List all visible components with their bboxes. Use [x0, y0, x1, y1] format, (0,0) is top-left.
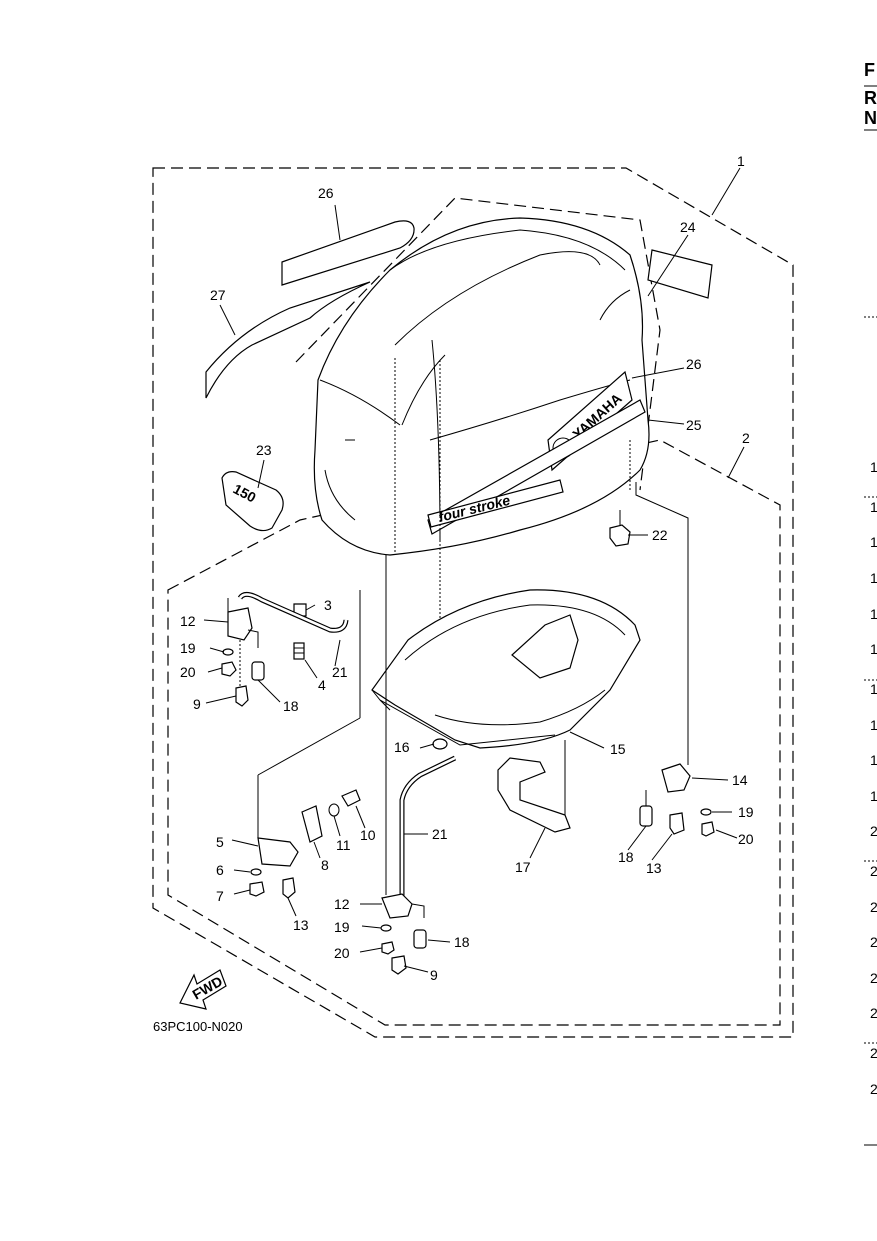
callout-10: 10 — [360, 827, 376, 843]
callout-18-left: 18 — [283, 698, 299, 714]
callout-7: 7 — [216, 888, 224, 904]
edge-digit-14: 2 — [870, 934, 877, 950]
callout-13-left: 13 — [293, 917, 309, 933]
leader-lines — [203, 167, 745, 973]
edge-digit-8: 1 — [870, 717, 877, 733]
right-edge-column: F R N 1 1 1 1 1 1 1 1 1 1 2 2 2 2 2 2 2 … — [864, 60, 877, 1146]
callout-1: 1 — [737, 153, 745, 169]
drawing-code: 63PC100-N020 — [153, 1019, 243, 1034]
part-16-grommet — [432, 738, 448, 750]
callout-26-side: 26 — [686, 356, 702, 372]
callout-3: 3 — [324, 597, 332, 613]
callout-12-center: 12 — [334, 896, 350, 912]
callout-20-left: 20 — [180, 664, 196, 680]
callout-26-top: 26 — [318, 185, 334, 201]
edge-header-n: N — [864, 108, 877, 128]
callout-14: 14 — [732, 772, 748, 788]
part-17-bracket — [497, 740, 571, 833]
bottom-seal-15 — [371, 589, 641, 749]
callout-19-left: 19 — [180, 640, 196, 656]
callout-18-center: 18 — [454, 934, 470, 950]
callout-8: 8 — [321, 857, 329, 873]
callout-12-left: 12 — [180, 613, 196, 629]
edge-digit-11: 2 — [870, 823, 877, 839]
callout-9-left: 9 — [193, 696, 201, 712]
decal-27 — [205, 281, 371, 399]
edge-digit-16: 2 — [870, 1005, 877, 1021]
callout-22: 22 — [652, 527, 668, 543]
callout-6: 6 — [216, 862, 224, 878]
callout-15: 15 — [610, 741, 626, 757]
edge-digit-1: 1 — [870, 459, 877, 475]
edge-digit-9: 1 — [870, 752, 877, 768]
callout-17: 17 — [515, 859, 531, 875]
edge-digit-4: 1 — [870, 570, 877, 586]
callout-11: 11 — [336, 837, 351, 853]
callout-21-lower: 21 — [432, 826, 448, 842]
latch-assembly-left — [221, 598, 265, 707]
part-4-bolt — [293, 642, 305, 660]
decal-26-top — [281, 220, 415, 286]
callout-25: 25 — [686, 417, 702, 433]
hook-assembly-lower-left — [249, 590, 361, 899]
latch-assembly-right — [635, 482, 715, 837]
callout-19-center: 19 — [334, 919, 350, 935]
callout-13-right: 13 — [646, 860, 662, 876]
callout-20-right: 20 — [738, 831, 754, 847]
edge-digit-18: 2 — [870, 1081, 877, 1097]
latch-assembly-center — [380, 555, 427, 975]
decal-23-model-badge: 150 — [221, 471, 284, 532]
edge-digit-7: 1 — [870, 681, 877, 697]
callout-18-right: 18 — [618, 849, 634, 865]
top-cowling: YAMAHA four stroke — [313, 217, 650, 715]
callout-20-center: 20 — [334, 945, 350, 961]
edge-digit-5: 1 — [870, 606, 877, 622]
cover-inner-boundary — [295, 197, 661, 491]
edge-digit-17: 2 — [870, 1045, 877, 1061]
edge-digit-3: 1 — [870, 534, 877, 550]
edge-digit-6: 1 — [870, 641, 877, 657]
fwd-direction-arrow: FWD — [179, 969, 227, 1010]
four-stroke-strip — [427, 479, 564, 528]
part-22-clip — [609, 510, 631, 547]
callout-9-center: 9 — [430, 967, 438, 983]
callout-16: 16 — [394, 739, 410, 755]
edge-digit-2: 1 — [870, 499, 877, 515]
decal-24 — [647, 249, 713, 299]
callout-24: 24 — [680, 219, 696, 235]
callout-labels: 1 2 3 4 5 6 7 8 9 10 11 12 13 14 15 16 1… — [180, 153, 754, 983]
edge-digit-15: 2 — [870, 970, 877, 986]
callout-2: 2 — [742, 430, 750, 446]
callout-21-upper: 21 — [332, 664, 348, 680]
callout-19-right: 19 — [738, 804, 754, 820]
edge-digit-10: 1 — [870, 788, 877, 804]
callout-23: 23 — [256, 442, 272, 458]
hose-21-upper — [237, 592, 349, 633]
assembly-boundary-1 — [152, 167, 794, 1038]
callout-4: 4 — [318, 677, 326, 693]
edge-digit-12: 2 — [870, 863, 877, 879]
edge-header-f: F — [864, 60, 875, 80]
edge-header-r: R — [864, 88, 877, 108]
callout-5: 5 — [216, 834, 224, 850]
hose-21-lower — [399, 755, 457, 900]
callout-27: 27 — [210, 287, 226, 303]
edge-digit-13: 2 — [870, 899, 877, 915]
